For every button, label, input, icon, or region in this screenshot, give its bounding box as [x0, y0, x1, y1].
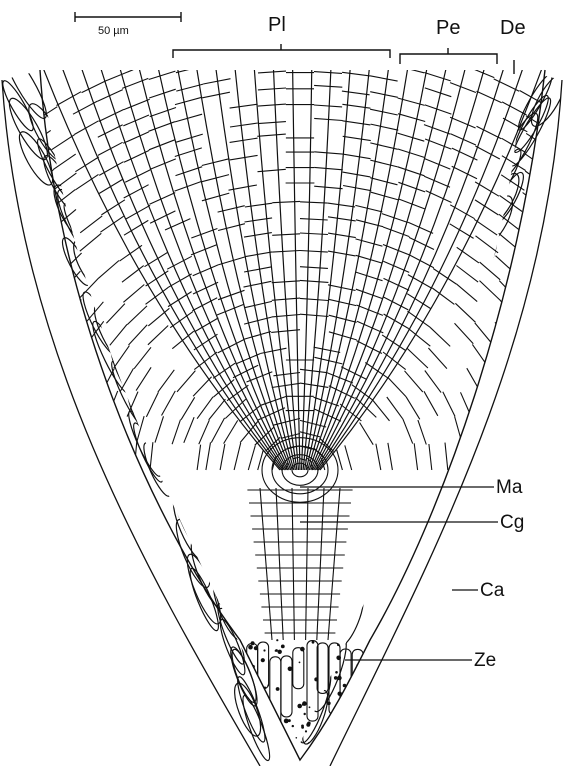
label-de: De	[500, 18, 526, 38]
columella	[247, 488, 352, 640]
inner-tissue	[0, 39, 564, 749]
label-ze: Ze	[474, 651, 496, 670]
label-ma: Ma	[496, 478, 522, 497]
region-brackets	[173, 44, 514, 74]
scale-bar-label: 50 µm	[98, 26, 129, 37]
label-cg: Cg	[500, 513, 524, 532]
label-pe: Pe	[436, 18, 460, 38]
cap-cells-lower	[243, 639, 366, 748]
label-ca: Ca	[480, 581, 504, 600]
label-pl: Pl	[268, 15, 286, 35]
leader-lines	[300, 487, 498, 660]
scale-bar	[75, 12, 181, 22]
